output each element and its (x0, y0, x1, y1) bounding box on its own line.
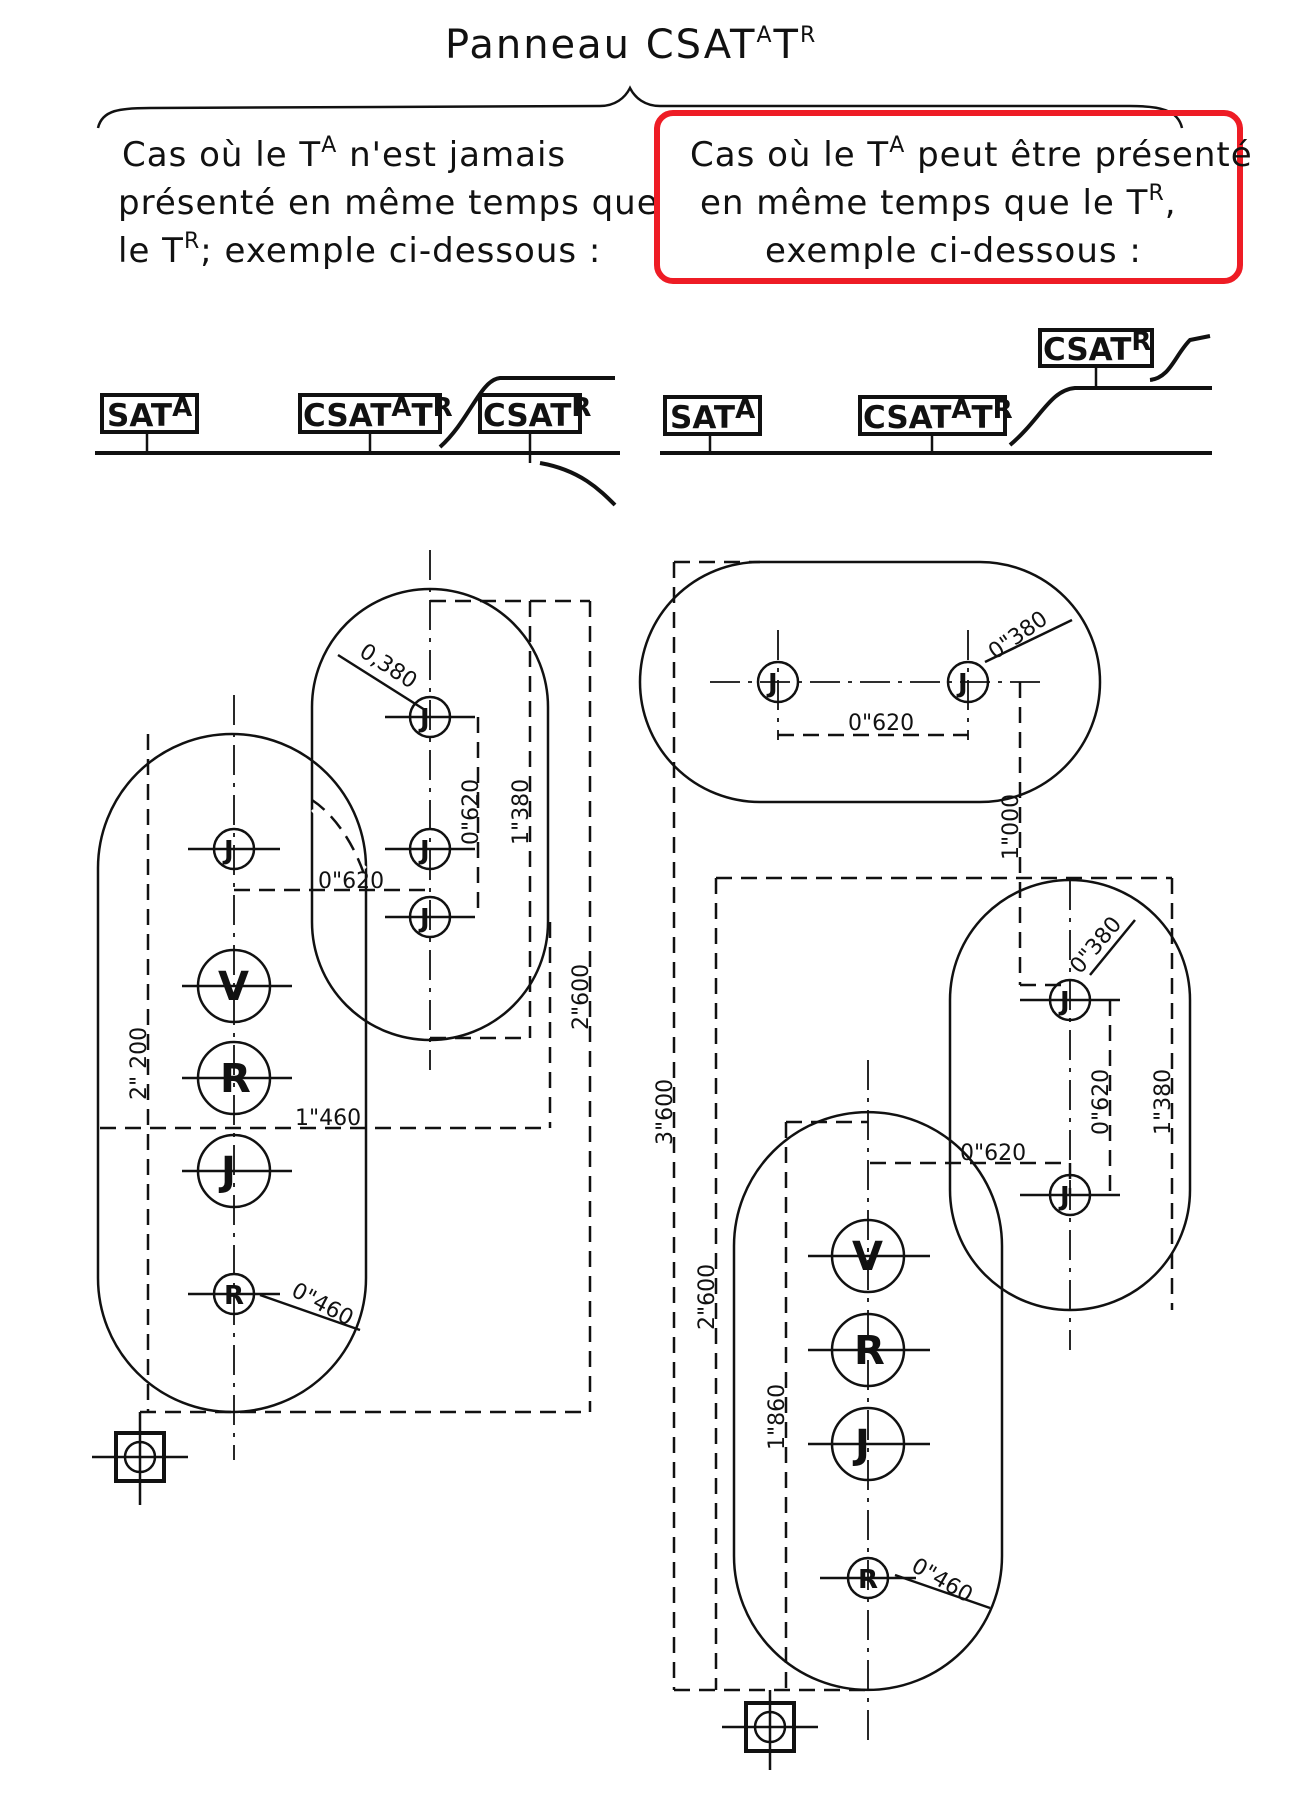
svg-text:0"620: 0"620 (1089, 1069, 1114, 1135)
svg-text:1"460: 1"460 (295, 1106, 361, 1131)
svg-text:J: J (418, 836, 430, 866)
svg-text:Cas où le TA n'est jamais: Cas où le TA n'est jamais (122, 133, 566, 175)
svg-text:présenté en même temps que: présenté en même temps que (118, 183, 659, 223)
right-panel-drawing: J J J J V R J R (638, 560, 1192, 1770)
svg-text:1"380: 1"380 (1151, 1069, 1176, 1135)
svg-text:0"620: 0"620 (459, 779, 484, 845)
svg-text:en même temps que le TR,: en même temps que le TR, (700, 181, 1177, 223)
title-brace (96, 85, 1184, 129)
svg-text:J: J (1058, 987, 1070, 1017)
svg-text:le TR; exemple ci-dessous :: le TR; exemple ci-dessous : (118, 229, 601, 271)
left-panel-drawing: J J J J V R J R 0, (92, 550, 594, 1505)
svg-text:V: V (852, 1234, 883, 1280)
svg-text:1"860: 1"860 (765, 1384, 790, 1450)
svg-text:0"620: 0"620 (960, 1141, 1026, 1166)
svg-text:CSATR: CSATR (1043, 327, 1151, 368)
svg-text:1"380: 1"380 (509, 779, 534, 845)
left-track-diagram: SATA CSATATR CSATR (95, 376, 620, 507)
svg-text:J: J (766, 669, 778, 699)
svg-text:J: J (218, 1149, 236, 1195)
svg-text:2"600: 2"600 (695, 1264, 720, 1330)
right-track-diagram: SATA CSATATR CSATR (660, 327, 1212, 455)
svg-text:0"460: 0"460 (907, 1554, 977, 1609)
svg-text:J: J (852, 1422, 870, 1468)
svg-text:2"600: 2"600 (569, 964, 594, 1030)
svg-text:R: R (858, 1565, 878, 1595)
svg-text:J: J (1058, 1182, 1070, 1212)
svg-text:Cas où le TA peut être présent: Cas où le TA peut être présenté (690, 133, 1253, 175)
svg-text:exemple ci-dessous :: exemple ci-dessous : (765, 231, 1142, 271)
svg-text:0"620: 0"620 (848, 711, 914, 736)
svg-text:0"620: 0"620 (318, 869, 384, 894)
page-title: Panneau CSATATR (445, 22, 817, 68)
right-caption: Cas où le TA peut être présenté en même … (690, 133, 1253, 271)
svg-text:J: J (418, 704, 430, 734)
svg-text:0"380: 0"380 (984, 607, 1052, 665)
svg-text:1"000: 1"000 (999, 794, 1024, 860)
svg-text:R: R (220, 1056, 251, 1102)
svg-text:CSATR: CSATR (483, 393, 591, 434)
svg-text:SATA: SATA (107, 393, 192, 434)
svg-text:3"600: 3"600 (653, 1079, 678, 1145)
highlight-box (654, 110, 1243, 284)
svg-text:J: J (418, 904, 430, 934)
svg-text:CSATATR: CSATATR (863, 395, 1013, 436)
svg-text:R: R (854, 1328, 885, 1374)
svg-text:J: J (956, 669, 968, 699)
svg-text:0"460: 0"460 (287, 1278, 357, 1331)
svg-text:SATA: SATA (670, 395, 755, 436)
svg-text:R: R (224, 1281, 244, 1311)
svg-text:2" 200: 2" 200 (127, 1027, 152, 1100)
left-caption: Cas où le TA n'est jamais présenté en mê… (118, 133, 659, 271)
svg-text:CSATATR: CSATATR (303, 393, 453, 434)
svg-text:J: J (222, 836, 234, 866)
svg-text:V: V (218, 964, 249, 1010)
